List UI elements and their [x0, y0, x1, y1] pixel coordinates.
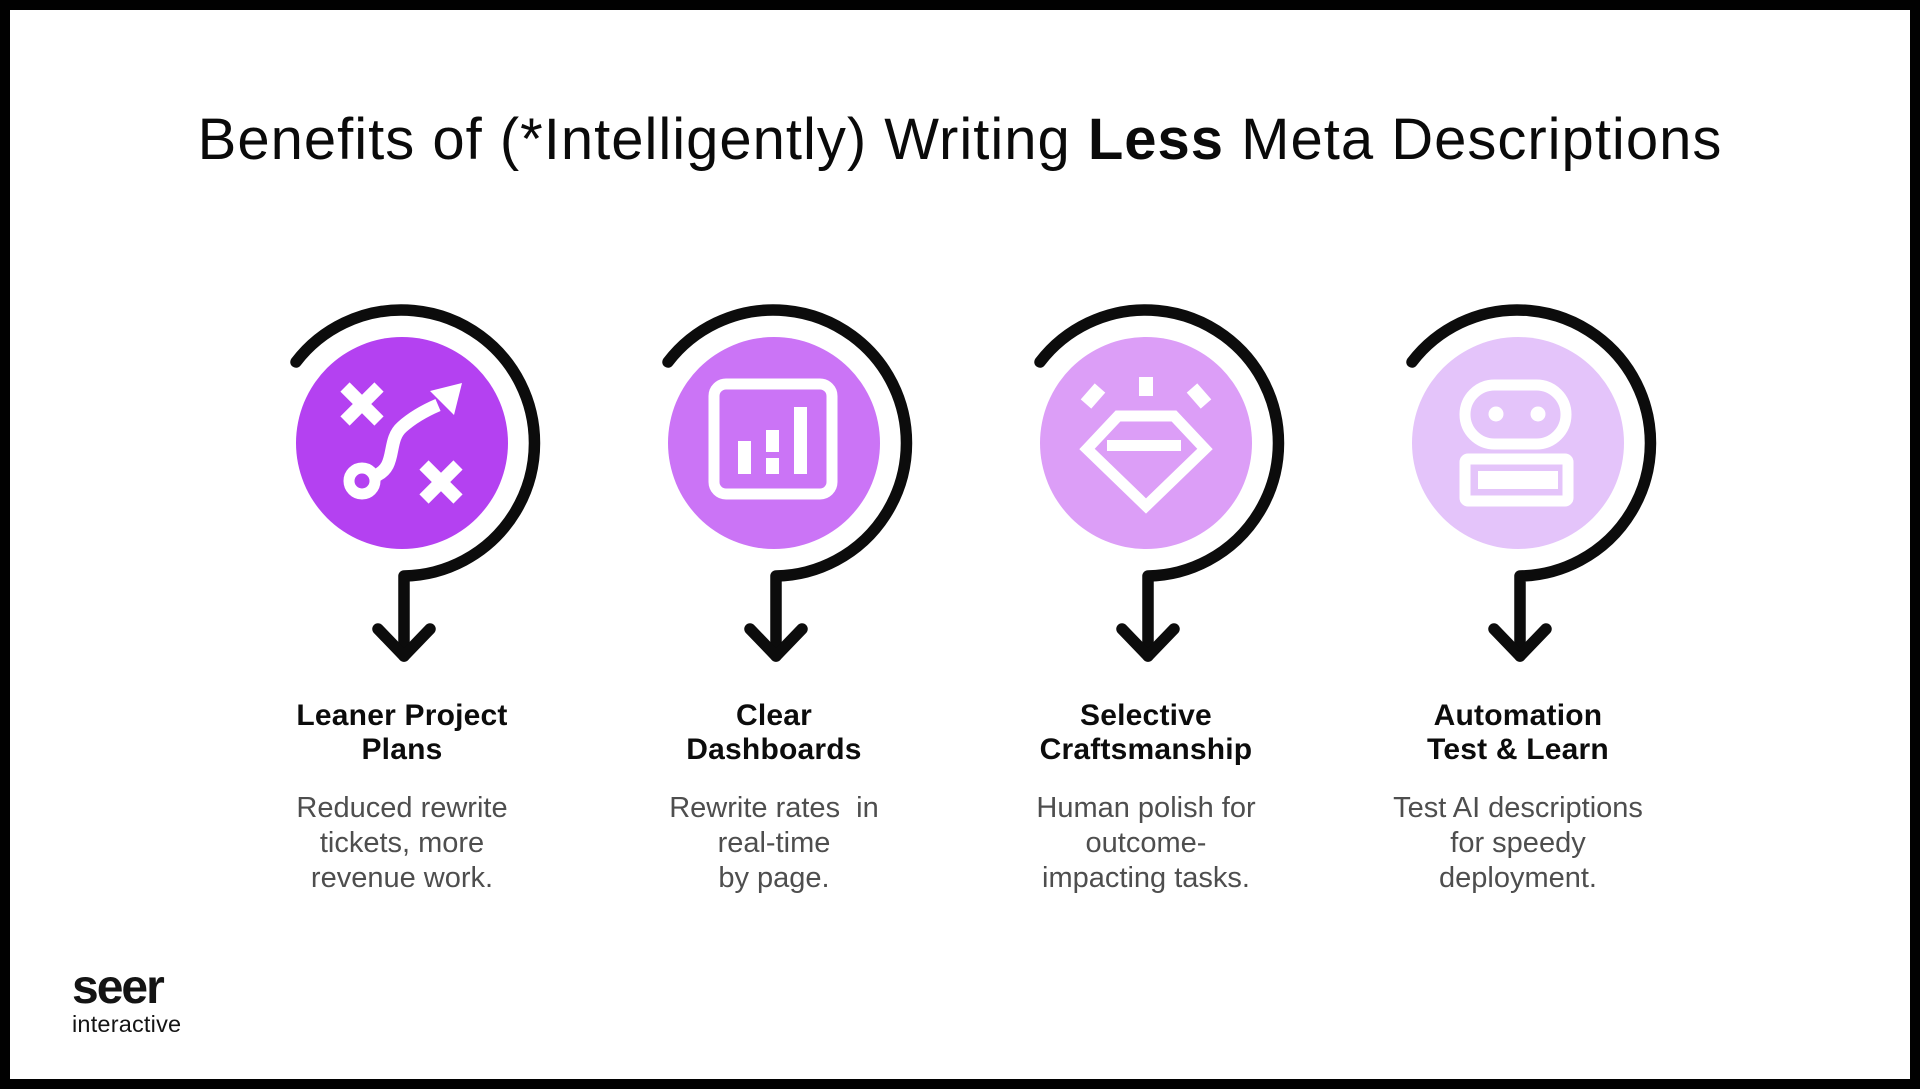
- logo-sub-brand-text: interactive: [72, 1011, 182, 1038]
- benefit-title: Leaner Project Plans: [296, 699, 508, 767]
- benefit-graphic: [1406, 304, 1657, 662]
- loop-arrow-icon: [290, 304, 541, 662]
- benefits-row: Leaner Project Plans Reduced rewrite tic…: [10, 293, 1910, 896]
- benefit-column-selective-craftsmanship: Selective Craftsmanship Human polish for…: [960, 293, 1332, 896]
- benefit-graphic: [1034, 304, 1285, 662]
- loop-arrow-icon: [662, 304, 913, 662]
- benefit-column-clear-dashboards: Clear Dashboards Rewrite rates in real-t…: [588, 293, 960, 896]
- strategy-icon: [340, 382, 463, 504]
- benefit-title: Clear Dashboards: [686, 699, 862, 767]
- benefit-graphic: [662, 304, 913, 662]
- arrow-head-icon: [1116, 623, 1180, 662]
- benefit-title: Automation Test & Learn: [1427, 699, 1609, 767]
- loop-arrow-icon: [1034, 304, 1285, 662]
- gem-icon: [1079, 377, 1213, 514]
- benefit-column-leaner-project-plans: Leaner Project Plans Reduced rewrite tic…: [216, 293, 588, 896]
- loop-arrow-icon: [1406, 304, 1657, 662]
- page-title-pre: Benefits of (*Intelligently) Writing: [197, 107, 1088, 172]
- dashboard-icon: [708, 378, 838, 500]
- arrow-head-icon: [744, 623, 808, 662]
- benefit-description: Human polish for outcome- impacting task…: [1036, 792, 1256, 894]
- benefit-description: Reduced rewrite tickets, more revenue wo…: [296, 792, 508, 894]
- page-title-emphasis: Less: [1087, 107, 1225, 172]
- benefit-description: Rewrite rates in real-time by page.: [669, 792, 879, 894]
- logo-brand-text: seer: [72, 961, 165, 1014]
- benefit-graphic: [290, 304, 541, 662]
- arrow-head-icon: [1488, 623, 1552, 662]
- seer-interactive-logo: seer interactive: [72, 961, 182, 1038]
- benefit-column-automation-test-learn: Automation Test & Learn Test AI descript…: [1332, 293, 1704, 896]
- page-title: Benefits of (*Intelligently) Writing Les…: [10, 106, 1910, 173]
- robot-icon: [1459, 379, 1574, 507]
- page-title-post: Meta Descriptions: [1224, 107, 1723, 172]
- benefit-description: Test AI descriptions for speedy deployme…: [1393, 792, 1643, 894]
- benefit-circle: [296, 337, 508, 549]
- arrow-head-icon: [372, 623, 436, 662]
- benefit-title: Selective Craftsmanship: [1039, 699, 1253, 767]
